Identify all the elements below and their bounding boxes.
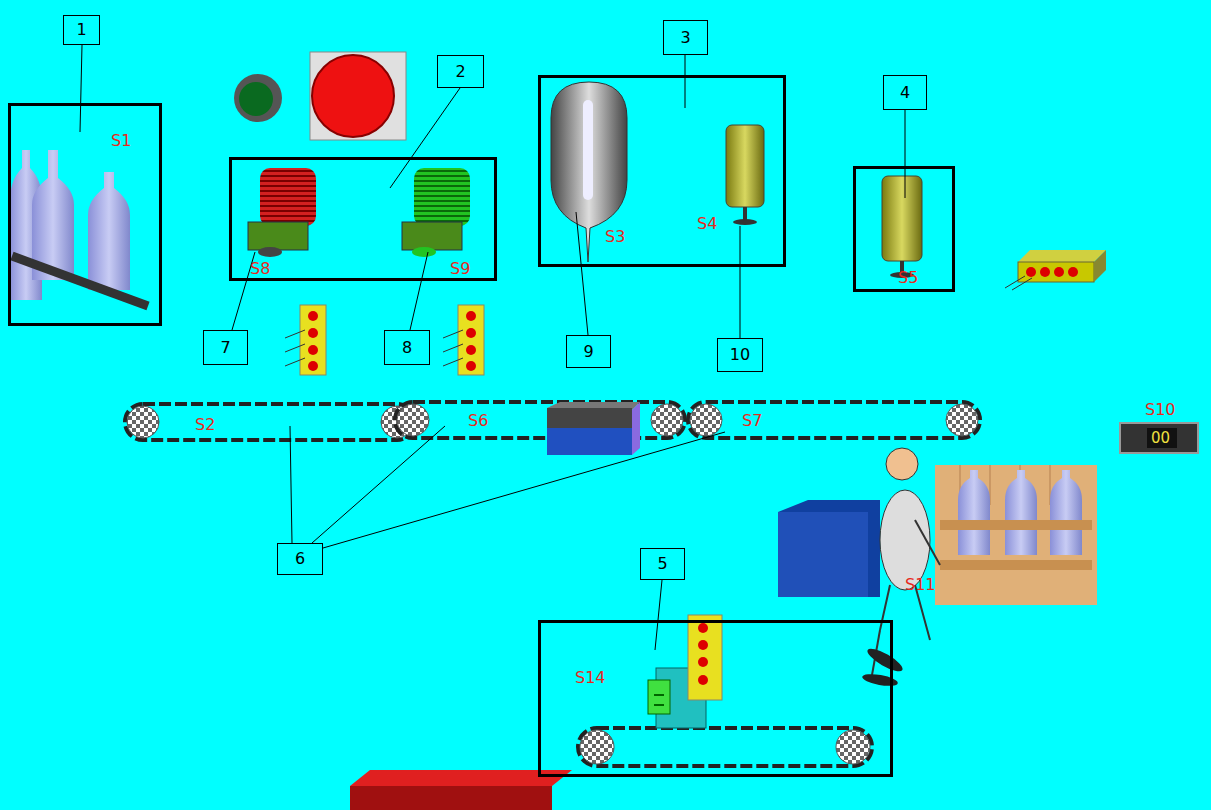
callout-box: 5 xyxy=(640,548,685,580)
signal-name: S6 xyxy=(468,412,488,430)
signal-name: S4 xyxy=(697,215,717,233)
callout-number: 10 xyxy=(730,346,750,364)
callout-box: 2 xyxy=(437,55,484,88)
controller-box xyxy=(1005,250,1106,290)
callout-number: 2 xyxy=(455,63,465,81)
signal-name: S8 xyxy=(250,260,270,278)
crate-box xyxy=(547,402,640,455)
signal-name: S5 xyxy=(898,269,918,287)
callout-box: 4 xyxy=(883,75,927,110)
signal-name: S10 xyxy=(1145,401,1176,419)
signal-name: S14 xyxy=(575,669,606,687)
callout-box: 6 xyxy=(277,543,323,575)
counter-value: 00 xyxy=(1151,429,1170,447)
signal-name: S1 xyxy=(111,132,131,150)
callout-box: 3 xyxy=(663,20,708,55)
callout-box: 1 xyxy=(63,15,100,45)
callout-number: 6 xyxy=(295,550,305,568)
stop-button xyxy=(310,52,406,140)
signal-name: S2 xyxy=(195,416,215,434)
callout-number: 4 xyxy=(900,84,910,102)
start-button xyxy=(234,74,282,122)
lamp xyxy=(551,82,627,262)
callout-box: 9 xyxy=(566,335,611,368)
counter-display xyxy=(1120,423,1198,453)
signal-name: S9 xyxy=(450,260,470,278)
solenoid-valves xyxy=(248,168,470,257)
station-frame: S1 xyxy=(8,103,162,326)
station-frame: S8 S9 xyxy=(229,157,497,281)
station-frame: S14 xyxy=(538,620,893,777)
callout-number: 7 xyxy=(220,339,230,357)
worker xyxy=(778,448,1097,688)
callout-number: 8 xyxy=(402,339,412,357)
callout-number: 5 xyxy=(657,555,667,573)
signal-name: S11 xyxy=(905,576,936,594)
station-frame: S3 S4 xyxy=(538,75,786,267)
bottle-feeder xyxy=(10,150,148,306)
conveyors xyxy=(125,402,980,766)
cylinder-sensor xyxy=(726,125,922,278)
callout-number: 9 xyxy=(583,343,593,361)
callout-box: 8 xyxy=(384,330,430,365)
callout-box: 7 xyxy=(203,330,248,365)
station-frame: S5 xyxy=(853,166,955,292)
callout-number: 3 xyxy=(680,29,690,47)
signal-name: S7 xyxy=(742,412,762,430)
capper-machine xyxy=(648,615,722,728)
callout-box: 10 xyxy=(717,338,763,372)
leader-lines xyxy=(80,45,905,650)
signal-name: S3 xyxy=(605,228,625,246)
light-barriers xyxy=(285,305,484,375)
callout-number: 1 xyxy=(76,21,86,39)
